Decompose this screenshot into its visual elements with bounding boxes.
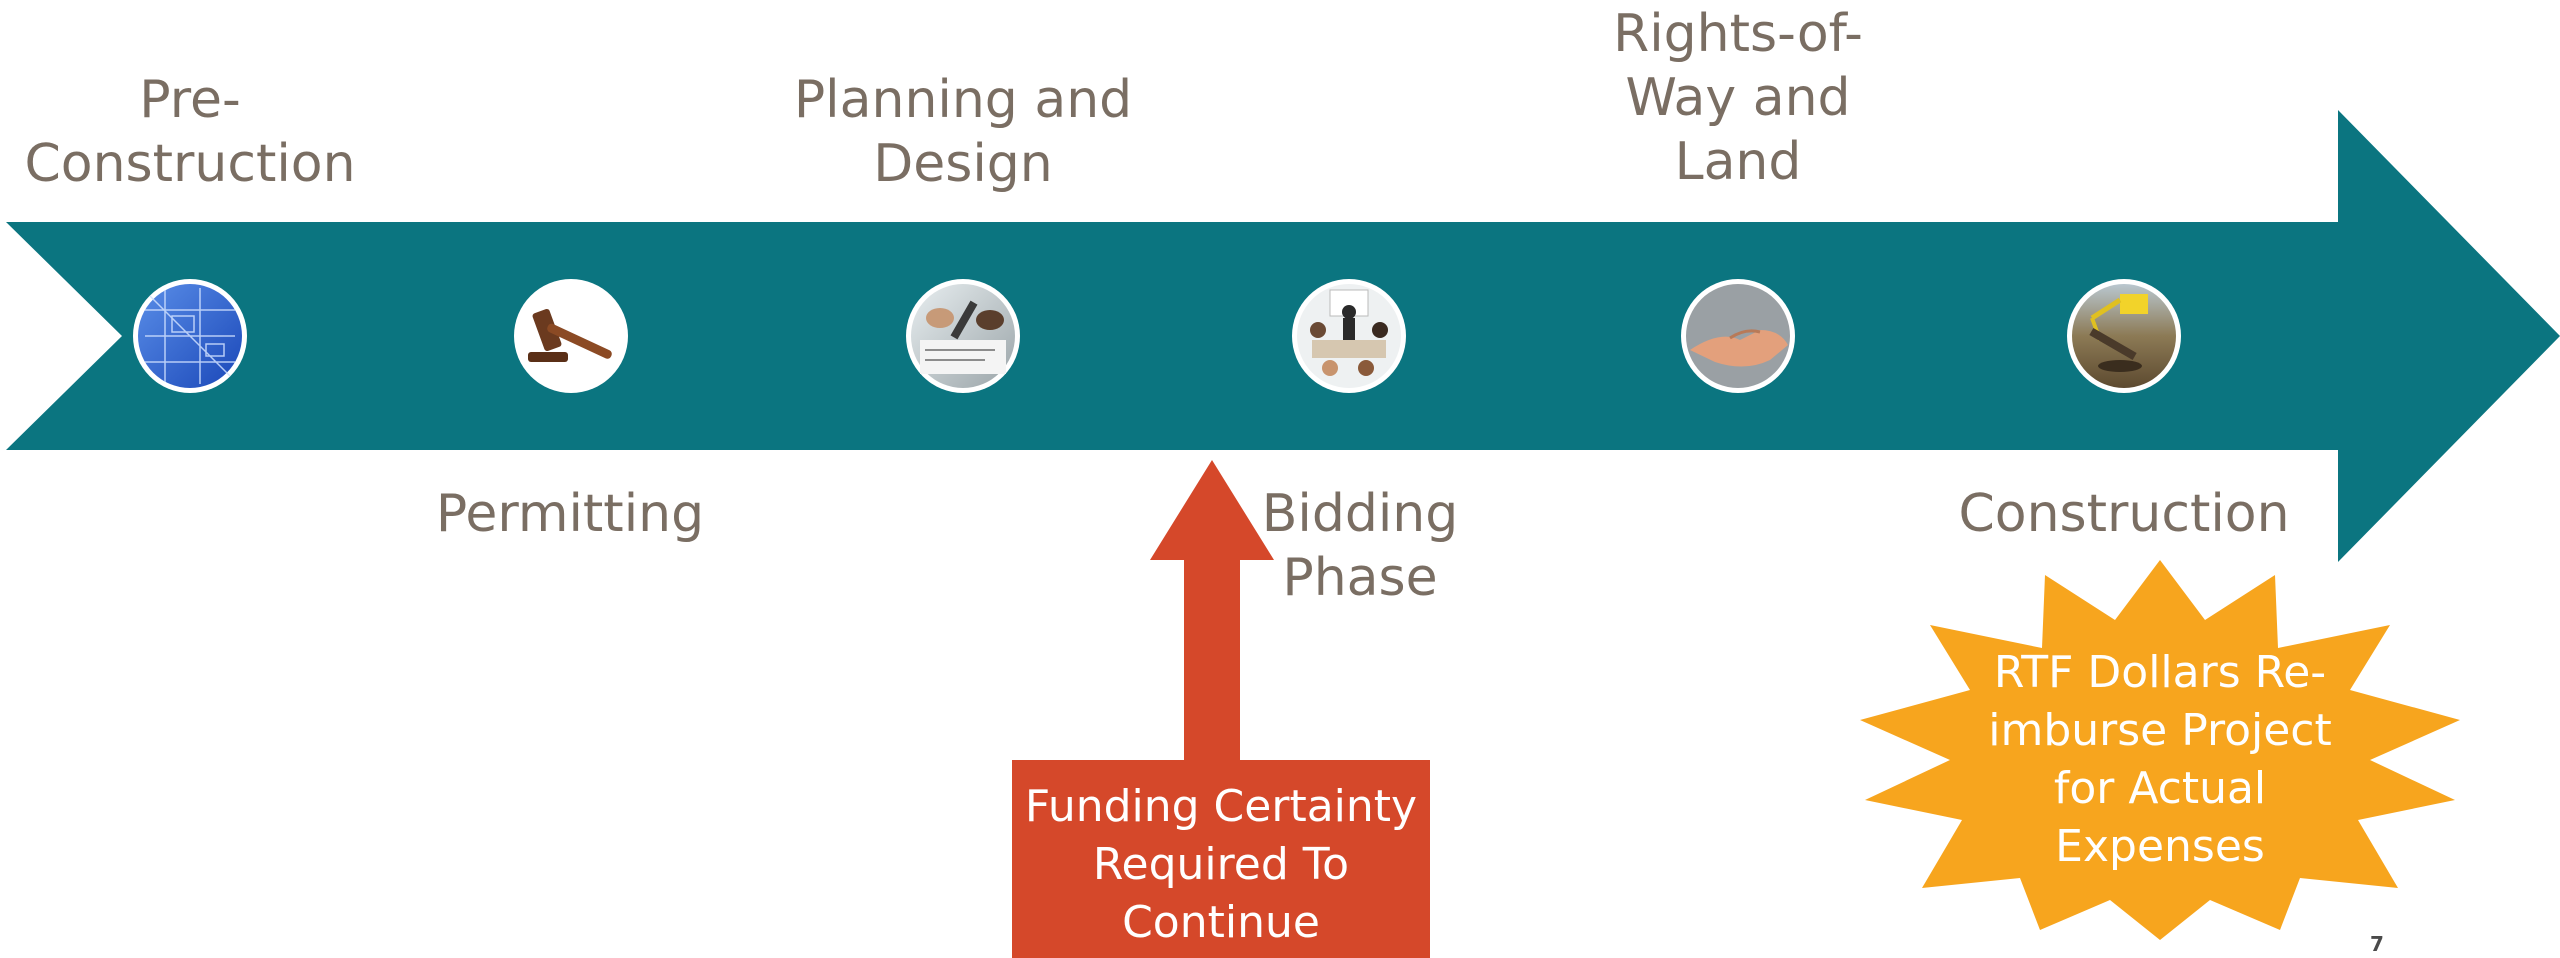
planning-meeting-icon [906,279,1020,393]
stage-label-construction: Construction [1958,484,2290,544]
page-number: 7 [2370,932,2384,956]
gavel-icon [514,279,628,393]
rtf-starburst-text: RTF Dollars Re- imburse Project for Actu… [1988,647,2332,872]
stage-label-rights-of-way: Rights-of- Way and Land [1613,4,1863,192]
stage-label-bidding-phase: Bidding Phase [1261,484,1459,608]
callout-up-arrow [1150,460,1274,760]
stage-label-pre-construction: Pre- Construction [24,70,356,194]
blueprint-icon [133,279,247,393]
excavator-icon [2067,279,2181,393]
timeline-arrow [6,110,2560,562]
stage-label-planning-design: Planning and Design [793,70,1133,194]
stage-label-permitting: Permitting [435,484,705,544]
funding-callout-box [1012,760,1430,958]
funding-callout-text: Funding Certainty Required To Continue [1024,781,1418,948]
rtf-starburst [1860,560,2460,940]
handshake-icon [1681,279,1795,393]
presentation-meeting-icon [1292,279,1406,393]
